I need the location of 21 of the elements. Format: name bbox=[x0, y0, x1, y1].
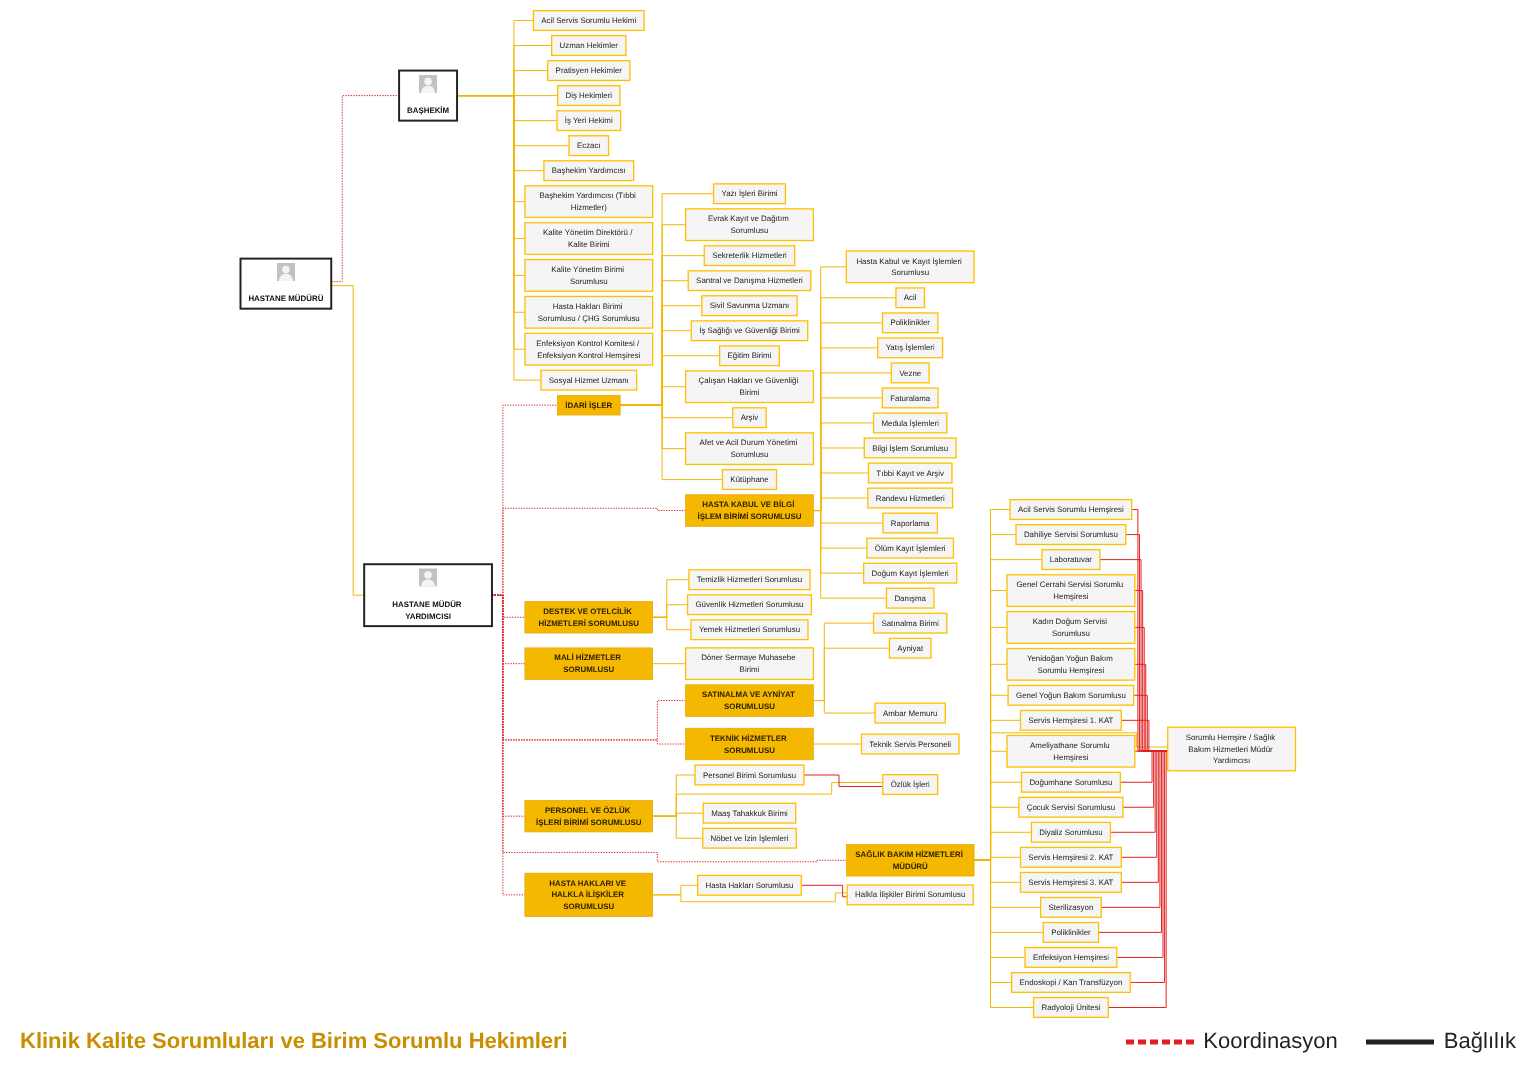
connector bbox=[456, 95, 542, 381]
connector bbox=[652, 815, 704, 839]
connector bbox=[800, 884, 848, 898]
annotation-text: Klinik Kalite Sorumluları ve Birim Sorumlu Hekimleri bbox=[20, 1030, 568, 1054]
connector bbox=[491, 594, 526, 896]
connector bbox=[812, 510, 887, 599]
connector bbox=[1107, 750, 1169, 1008]
connector bbox=[803, 774, 884, 787]
connector bbox=[652, 616, 692, 631]
connector bbox=[652, 892, 848, 903]
connector bbox=[973, 859, 1035, 1008]
connector bbox=[330, 285, 365, 596]
connector bbox=[619, 404, 723, 481]
connector bbox=[652, 663, 687, 665]
connector bbox=[1116, 750, 1169, 958]
connector bbox=[1129, 750, 1169, 983]
connector bbox=[330, 95, 400, 283]
connector bbox=[812, 743, 862, 745]
legend-text: Bağlılık bbox=[1443, 1030, 1516, 1054]
connector bbox=[812, 700, 876, 714]
legend-text: Koordinasyon bbox=[1203, 1030, 1338, 1054]
